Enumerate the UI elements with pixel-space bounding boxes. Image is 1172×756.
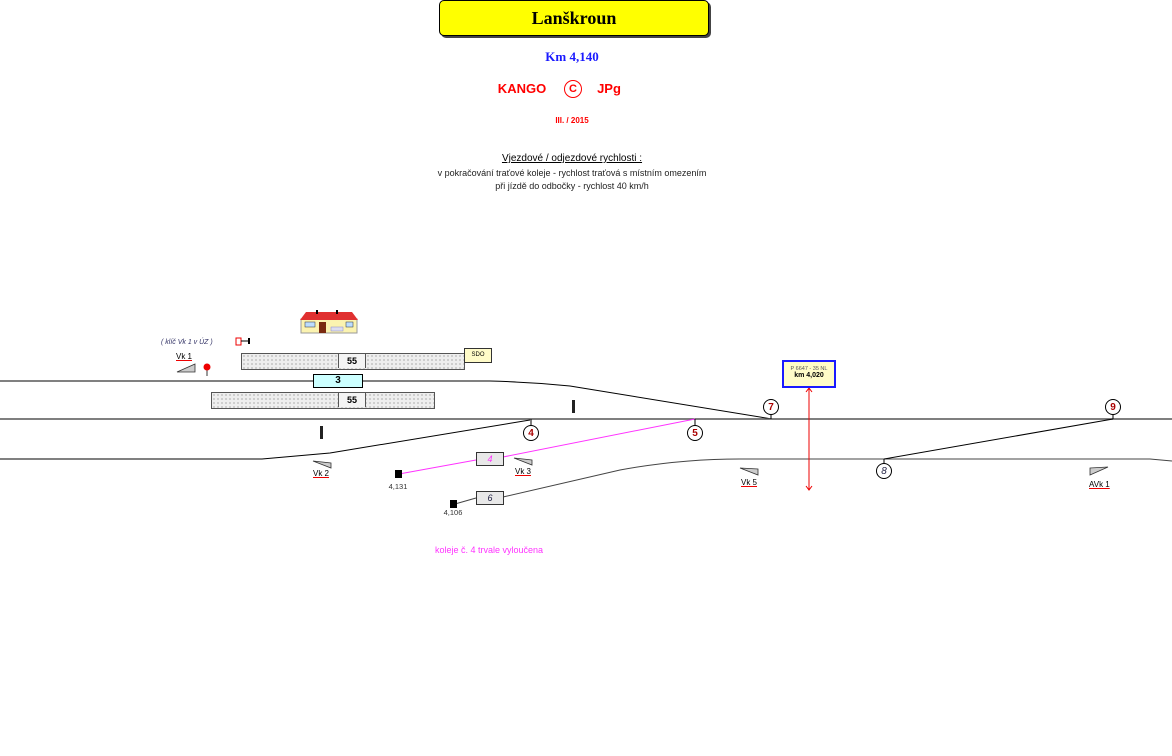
speeds-heading: Vjezdové / odjezdové rychlosti : bbox=[501, 153, 643, 164]
main-signal-icon bbox=[203, 363, 211, 376]
switch-8: 8 bbox=[876, 463, 892, 479]
track-6 bbox=[454, 458, 1172, 505]
station-title: Lanškroun bbox=[439, 0, 709, 36]
platform-upper-height: 55 bbox=[338, 354, 366, 368]
track-4-excluded bbox=[398, 418, 696, 475]
vk3-label: Vk 3 bbox=[515, 467, 532, 476]
speeds-line1: v pokračování traťové koleje - rychlost … bbox=[437, 168, 707, 178]
vk3-signal-icon bbox=[513, 457, 533, 466]
dwarf-signal-icon bbox=[572, 400, 575, 413]
track-6-label: 6 bbox=[476, 491, 504, 505]
crossing-km: km 4,020 bbox=[794, 372, 824, 379]
track-2 bbox=[0, 419, 531, 460]
vk1-signal-icon bbox=[176, 363, 196, 373]
track-4-note: koleje č. 4 trvale vyloučena bbox=[434, 545, 544, 555]
avk1-label: AVk 1 bbox=[1089, 480, 1110, 489]
vk5-signal-icon bbox=[739, 467, 759, 476]
platform-lower-height: 55 bbox=[338, 393, 366, 407]
crossing-id: P 6647 - 35 NL bbox=[790, 366, 828, 372]
km-position: Km 4,140 bbox=[545, 49, 599, 64]
vk2-signal-icon bbox=[312, 460, 332, 469]
key-note: ( klíč Vk 1 v ÚZ ) bbox=[161, 339, 213, 346]
dwarf-signal-icon bbox=[320, 426, 323, 439]
key-lock-icon bbox=[235, 337, 250, 346]
date: III. / 2015 bbox=[555, 116, 589, 125]
vk5-label: Vk 5 bbox=[741, 478, 758, 487]
station-building-icon bbox=[300, 310, 358, 334]
switch-7: 7 bbox=[763, 399, 779, 415]
platform-lower bbox=[211, 392, 435, 409]
buffer-stop-icon bbox=[395, 470, 402, 478]
track-3-label: 3 bbox=[313, 374, 363, 388]
buffer-stop-icon bbox=[450, 500, 457, 508]
track-1 bbox=[0, 380, 773, 420]
crossing-marker bbox=[805, 387, 813, 491]
initials: JPg bbox=[597, 81, 621, 96]
vk1-label: Vk 1 bbox=[176, 352, 193, 361]
track-4-label: 4 bbox=[476, 452, 504, 466]
vk2-label: Vk 2 bbox=[313, 469, 330, 478]
switch-8-9 bbox=[883, 418, 1114, 460]
speeds-line2: při jízdě do odbočky - rychlost 40 km/h bbox=[495, 181, 649, 191]
level-crossing-box: P 6647 - 35 NL km 4,020 bbox=[782, 360, 836, 388]
switch-4: 4 bbox=[523, 425, 539, 441]
buffer-km-4106: 4,106 bbox=[443, 508, 463, 517]
avk1-signal-icon bbox=[1089, 466, 1109, 476]
buffer-km-4131: 4,131 bbox=[388, 482, 408, 491]
copyright-icon: C bbox=[564, 80, 582, 98]
author: KANGO bbox=[497, 81, 547, 96]
switch-5: 5 bbox=[687, 425, 703, 441]
sdo-box: SDO bbox=[464, 348, 492, 363]
switch-9: 9 bbox=[1105, 399, 1121, 415]
